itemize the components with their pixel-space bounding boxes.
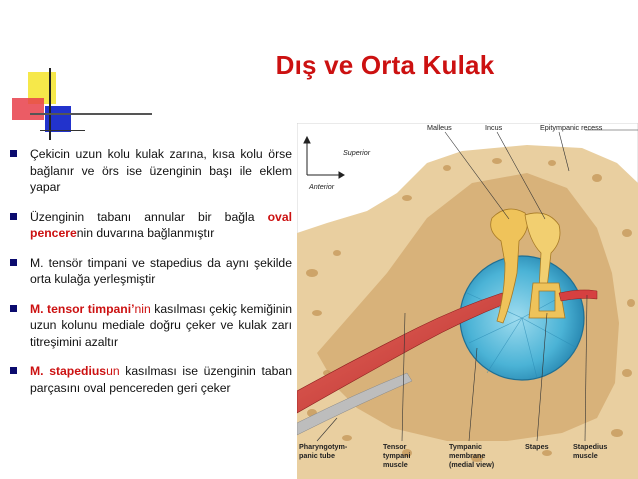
bullet-list: Çekicin uzun kolu kulak zarına, kısa kol… bbox=[10, 146, 292, 409]
bullet-item: Üzenginin tabanı annular bir bağla oval … bbox=[10, 209, 292, 242]
orientation-arrows bbox=[303, 135, 345, 179]
label-tympanic-3: (medial view) bbox=[449, 460, 495, 469]
bullet-square-icon bbox=[10, 150, 17, 157]
label-tympanic-2: membrane bbox=[449, 451, 485, 460]
slide-title: Dış ve Orta Kulak bbox=[275, 50, 495, 80]
label-pharyngotympanic-1: Pharyngotym- bbox=[299, 442, 348, 451]
bullet-item: M. tensör timpani ve stapedius da aynı ş… bbox=[10, 255, 292, 288]
bullet-text: Çekicin uzun kolu kulak zarına, kısa kol… bbox=[30, 147, 292, 194]
pharyngotympanic-tube bbox=[297, 372, 413, 436]
label-stapedius-2: muscle bbox=[573, 451, 598, 460]
label-tensor-2: tympani bbox=[383, 451, 411, 460]
bullet-text: Üzenginin tabanı annular bir bağla bbox=[30, 209, 268, 224]
middle-ear-figure: Superior Anterior Malleus Incus Epitympa… bbox=[297, 123, 638, 479]
top-leader-lines bbox=[444, 129, 638, 220]
label-malleus: Malleus bbox=[427, 123, 452, 132]
stapedius-muscle bbox=[558, 289, 598, 302]
malleus bbox=[490, 208, 528, 324]
label-incus: Incus bbox=[485, 123, 503, 132]
label-stapedius-1: Stapedius bbox=[573, 442, 607, 451]
label-tympanic-1: Tympanic bbox=[449, 442, 482, 451]
bottom-leader-lines bbox=[316, 294, 588, 442]
label-epitympanic-recess: Epitympanic recess bbox=[540, 123, 603, 132]
bullet-text: nin bbox=[134, 301, 151, 316]
bullet-text: un bbox=[106, 364, 120, 378]
bullet-text: kasılması ise üzenginin taban parçasını … bbox=[30, 364, 292, 395]
label-anterior: Anterior bbox=[308, 182, 335, 191]
label-superior: Superior bbox=[343, 148, 371, 157]
bullet-text: M. tensör timpani ve stapedius da aynı ş… bbox=[30, 255, 292, 287]
bullet-text: M. stapedius bbox=[30, 364, 107, 378]
deco-vertical-line bbox=[49, 68, 51, 140]
bullet-item: M. stapediusun kasılması ise üzenginin t… bbox=[10, 363, 292, 396]
bullet-square-icon bbox=[10, 258, 17, 266]
label-stapes: Stapes bbox=[525, 442, 549, 451]
bullet-item: M. tensor timpani’nin kasılması çekiç ke… bbox=[10, 301, 292, 351]
bullet-square-icon bbox=[10, 212, 17, 220]
bone-pores bbox=[306, 158, 635, 462]
bullet-text: oval pencere bbox=[30, 209, 292, 241]
deco-red-square bbox=[12, 98, 44, 120]
label-tensor-3: muscle bbox=[383, 460, 408, 469]
incus bbox=[524, 212, 561, 290]
bullet-text: M. tensor timpani’ bbox=[30, 301, 135, 316]
bullet-square-icon bbox=[10, 367, 17, 374]
bullet-text: nin duvarına bağlanmıştır bbox=[76, 226, 215, 240]
bullet-square-icon bbox=[10, 304, 17, 312]
stapes bbox=[528, 282, 566, 319]
deco-horizontal-line bbox=[30, 113, 152, 115]
bullet-text: kasılması çekiç kemiğinin uzun kolunu me… bbox=[30, 301, 292, 349]
label-tensor-1: Tensor bbox=[383, 442, 407, 451]
label-pharyngotympanic-2: panic tube bbox=[299, 451, 335, 460]
deco-bottom-line bbox=[40, 130, 85, 131]
bullet-item: Çekicin uzun kolu kulak zarına, kısa kol… bbox=[10, 146, 292, 196]
